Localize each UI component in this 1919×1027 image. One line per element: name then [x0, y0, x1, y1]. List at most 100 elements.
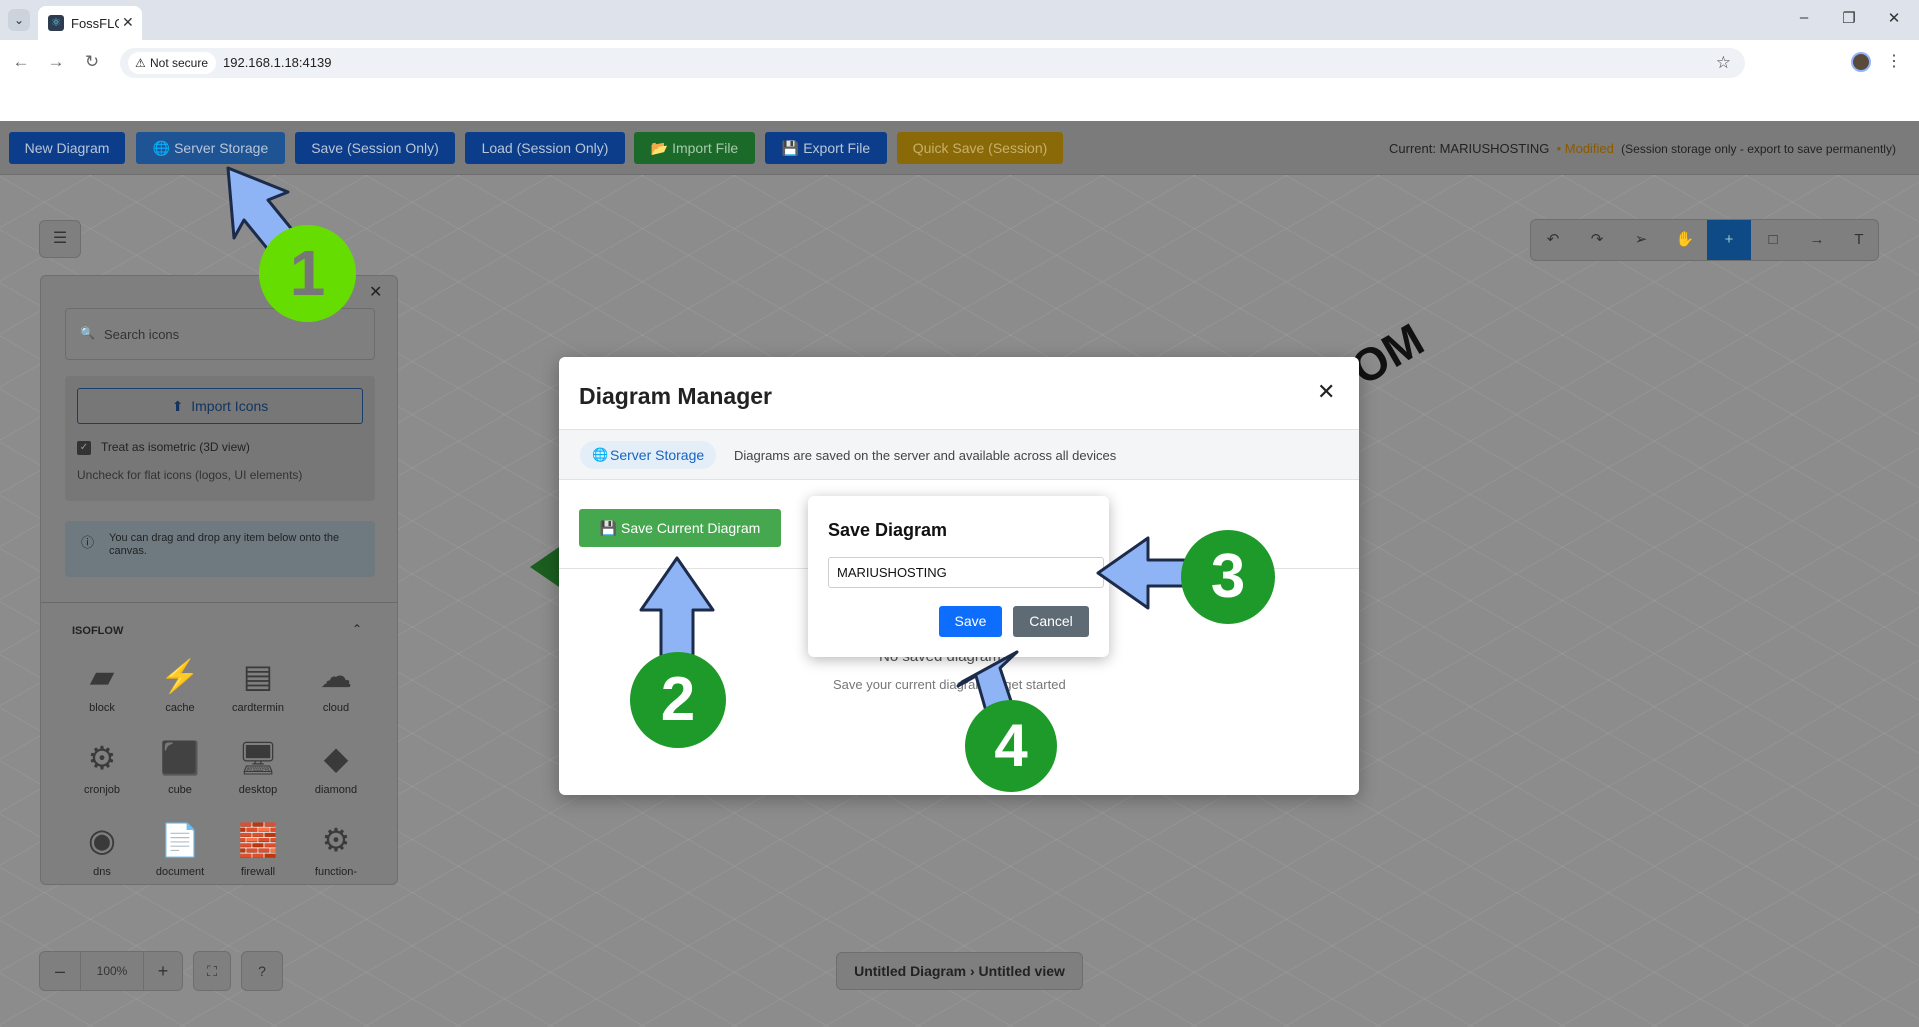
- icon-library-item[interactable]: 🧱firewall: [223, 818, 293, 896]
- icon-search-input[interactable]: [104, 324, 344, 344]
- icon-library-panel: ✕ 🔍 ⬆ Import Icons ✓ Treat as isometric …: [40, 275, 398, 885]
- step-4-badge: 4: [965, 700, 1057, 792]
- url-text[interactable]: 192.168.1.18:4139: [223, 55, 332, 70]
- cube-icon: ⬛: [160, 740, 200, 776]
- icon-library-item[interactable]: 📄 document: [145, 818, 215, 896]
- icon-library-item[interactable]: ⚡cache: [145, 654, 215, 732]
- server-storage-chip: 🌐 Server Storage: [580, 441, 717, 469]
- select-pointer-icon[interactable]: ➢: [1634, 231, 1648, 248]
- tab-title: FossFLO: [71, 16, 119, 31]
- document-icon: 📄: [160, 822, 200, 858]
- canvas-tools: ↶ ↷ ➢ ✋ + □ → T: [1530, 219, 1879, 261]
- cloud-icon: ☁: [320, 658, 352, 694]
- save-current-diagram-button[interactable]: 💾 Save Current Diagram: [579, 509, 781, 547]
- diagram-name-input[interactable]: [828, 557, 1104, 588]
- browser-menu-icon[interactable]: ⋮: [1886, 53, 1902, 70]
- profile-avatar[interactable]: [1851, 52, 1871, 72]
- zoom-level: 100%: [80, 952, 144, 990]
- diamond-icon: ◆: [323, 740, 349, 776]
- minimize-icon[interactable]: –: [1799, 9, 1809, 26]
- icon-library-item[interactable]: ⚙function-: [301, 818, 371, 896]
- window-close-icon[interactable]: ✕: [1887, 10, 1901, 27]
- icon-library-item-label: desktop: [238, 784, 278, 796]
- canvas-node-shape[interactable]: [530, 545, 562, 589]
- icon-library-item-label: cloud: [322, 702, 350, 714]
- icon-library-item[interactable]: ⬛ cube: [145, 736, 215, 814]
- restore-icon[interactable]: ❐: [1842, 10, 1856, 27]
- diagram-breadcrumb: Untitled Diagram › Untitled view: [836, 952, 1083, 990]
- cronjob-icon: ⚙: [87, 740, 117, 776]
- warning-icon: ⚠: [135, 56, 146, 70]
- reload-icon[interactable]: ↻: [84, 52, 100, 71]
- flat-icons-note: Uncheck for flat icons (logos, UI elemen…: [77, 468, 303, 482]
- load-session-button[interactable]: Load (Session Only): [465, 132, 625, 164]
- save-button[interactable]: Save: [939, 606, 1002, 637]
- omnibox[interactable]: ⚠ Not secure 192.168.1.18:4139 ☆: [120, 48, 1745, 78]
- breadcrumb-diagram[interactable]: Untitled Diagram: [854, 963, 967, 979]
- icon-library-item[interactable]: ⚙cronjob: [67, 736, 137, 814]
- zoom-out-icon[interactable]: –: [54, 961, 65, 981]
- cancel-button[interactable]: Cancel: [1013, 606, 1089, 637]
- app-toolbar: New Diagram 🌐 Server Storage Save (Sessi…: [0, 121, 1919, 175]
- not-secure-label: Not secure: [150, 56, 209, 70]
- status-note: (Session storage only - export to save p…: [1621, 142, 1896, 156]
- import-icons-button[interactable]: ⬆ Import Icons: [77, 388, 363, 424]
- quick-save-button[interactable]: Quick Save (Session): [897, 132, 1063, 164]
- pan-hand-icon[interactable]: ✋: [1675, 231, 1695, 248]
- icon-library-item[interactable]: ◉ dns: [67, 818, 137, 896]
- help-icon[interactable]: ?: [241, 951, 283, 991]
- storage-description: Diagrams are saved on the server and ava…: [734, 448, 1117, 463]
- export-file-button[interactable]: 💾 Export File: [765, 132, 887, 164]
- icon-library-item-label: dns: [93, 866, 111, 878]
- redo-icon[interactable]: ↷: [1590, 231, 1604, 248]
- breadcrumb-separator: ›: [969, 963, 975, 979]
- import-file-button[interactable]: 📂 Import File: [634, 132, 755, 164]
- back-icon[interactable]: ←: [12, 52, 30, 71]
- tab-close-icon[interactable]: ✕: [122, 14, 134, 30]
- menu-hamburger-icon[interactable]: ☰: [39, 220, 81, 258]
- save-session-button[interactable]: Save (Session Only): [295, 132, 455, 164]
- icon-library-item[interactable]: 🖥desktop: [223, 736, 293, 814]
- drag-info-alert: ⓘ You can drag and drop any item below o…: [65, 521, 375, 577]
- new-diagram-button[interactable]: New Diagram: [9, 132, 125, 164]
- modal-close-icon[interactable]: ✕: [1317, 379, 1336, 404]
- connector-arrow-icon[interactable]: →: [1809, 231, 1825, 248]
- forward-icon[interactable]: →: [47, 52, 65, 71]
- breadcrumb-view[interactable]: Untitled view: [978, 963, 1065, 979]
- zoom-controls: – 100% +: [39, 951, 183, 991]
- server-storage-button[interactable]: 🌐 Server Storage: [136, 132, 285, 164]
- upload-icon: ⬆: [171, 398, 184, 414]
- icon-library-item-label: cache: [165, 702, 195, 714]
- react-favicon-icon: ⚛: [48, 15, 64, 31]
- chevron-up-icon[interactable]: ⌃: [352, 622, 363, 636]
- icon-library-item[interactable]: ▤cardtermin: [223, 654, 293, 732]
- icon-library-item-label: diamond: [314, 784, 358, 796]
- section-title-isoflow[interactable]: ISOFLOW: [72, 625, 124, 637]
- icon-library-item-label: document: [155, 866, 205, 878]
- rectangle-icon[interactable]: □: [1768, 231, 1778, 248]
- zoom-in-icon[interactable]: +: [157, 961, 169, 981]
- block-icon: ▰: [89, 658, 115, 694]
- icon-library-item-label: cube: [168, 784, 192, 796]
- step-3-badge: 3: [1181, 530, 1275, 624]
- import-icons-label: Import Icons: [191, 398, 269, 414]
- undo-icon[interactable]: ↶: [1546, 231, 1560, 248]
- tab-list-chevron-icon[interactable]: ⌄: [8, 9, 30, 31]
- fullscreen-icon[interactable]: ⛶: [193, 951, 231, 991]
- icon-library-item[interactable]: ◆ diamond: [301, 736, 371, 814]
- status-text: Current: MARIUSHOSTING • Modified (Sessi…: [1389, 141, 1896, 156]
- isometric-label: Treat as isometric (3D view): [101, 440, 250, 454]
- add-item-plus-icon[interactable]: +: [1707, 220, 1751, 260]
- storage-chip-label: Server Storage: [610, 447, 705, 463]
- bookmark-star-icon[interactable]: ☆: [1715, 53, 1731, 72]
- isometric-checkbox[interactable]: ✓: [77, 441, 91, 455]
- browser-tab[interactable]: ⚛ FossFLO ✕: [38, 6, 142, 40]
- icon-library-item[interactable]: ☁ cloud: [301, 654, 371, 732]
- not-secure-badge[interactable]: ⚠ Not secure: [128, 52, 217, 74]
- cardterminal-icon: ▤: [242, 658, 274, 694]
- import-icons-section: ⬆ Import Icons ✓ Treat as isometric (3D …: [65, 376, 375, 501]
- panel-close-icon[interactable]: ✕: [369, 284, 383, 301]
- text-tool-icon[interactable]: T: [1854, 231, 1864, 248]
- icon-library-item[interactable]: ▰block: [67, 654, 137, 732]
- dns-icon: ◉: [88, 822, 116, 858]
